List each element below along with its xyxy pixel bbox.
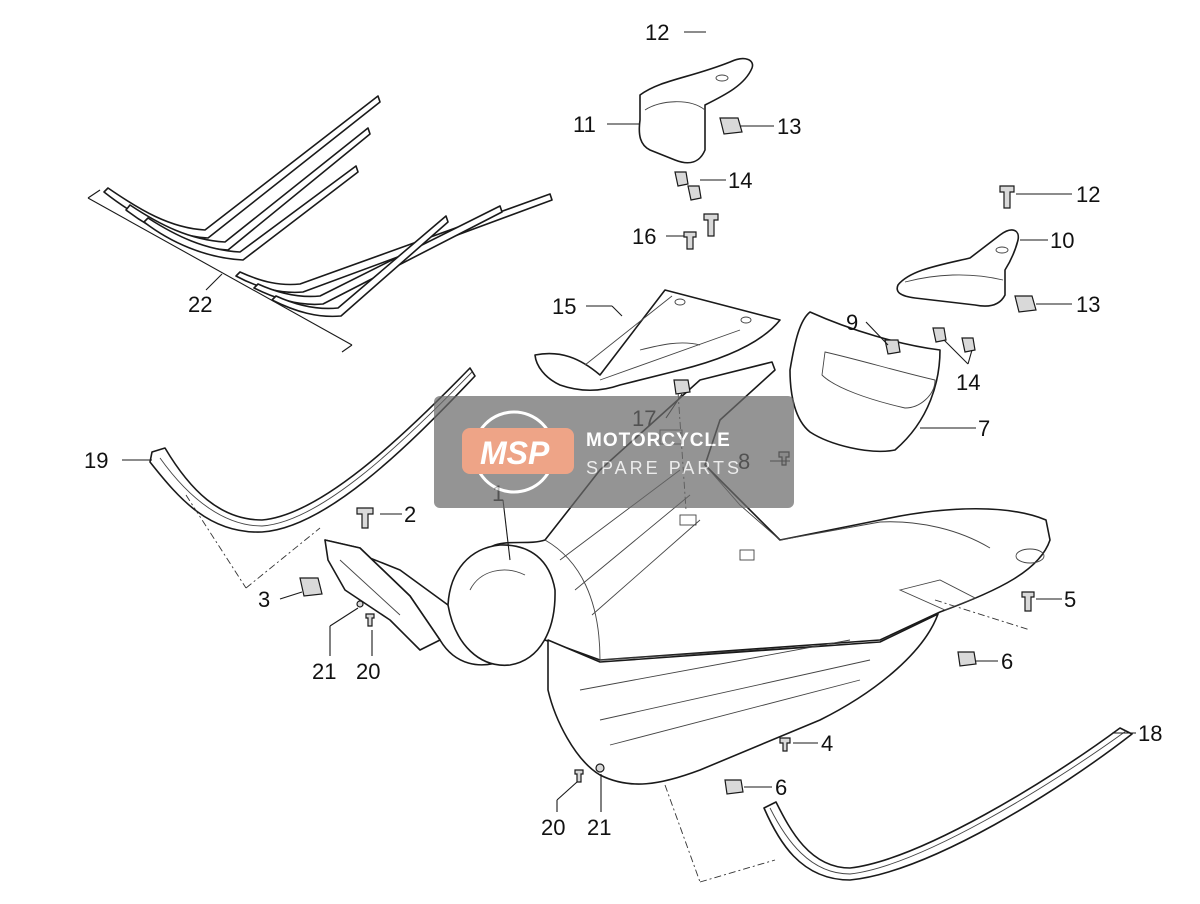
callout-20-bottom: 20 <box>541 815 565 840</box>
callout-4: 4 <box>821 731 833 756</box>
callout-22: 22 <box>188 292 212 317</box>
watermark-logo-badge <box>462 428 574 474</box>
watermark-line2: SPARE PARTS <box>586 458 742 478</box>
part-15-floor-tray <box>534 289 781 392</box>
watermark-box <box>434 396 794 508</box>
watermark-line1: MOTORCYCLE <box>586 430 731 451</box>
callout-21-bottom: 21 <box>587 815 611 840</box>
callout-14-right: 14 <box>956 370 980 395</box>
callout-9: 9 <box>846 310 858 335</box>
callout-13-top: 13 <box>777 114 801 139</box>
part-18-right-edge-trim <box>763 727 1133 881</box>
callout-12-top: 12 <box>645 20 669 45</box>
callout-7: 7 <box>978 416 990 441</box>
callout-19: 19 <box>84 448 108 473</box>
part-hardware <box>299 117 1037 795</box>
callout-14-top: 14 <box>728 168 752 193</box>
callout-13-right: 13 <box>1076 292 1100 317</box>
callout-6-lower: 6 <box>775 775 787 800</box>
part-22-floor-strips <box>87 95 553 353</box>
msp-watermark: MSP MOTORCYCLE SPARE PARTS <box>434 396 794 508</box>
callout-5: 5 <box>1064 587 1076 612</box>
callout-15: 15 <box>552 294 576 319</box>
watermark-logo-text: MSP <box>480 435 550 471</box>
callout-2: 2 <box>404 502 416 527</box>
callout-18: 18 <box>1138 721 1162 746</box>
callout-6-upper: 6 <box>1001 649 1013 674</box>
callout-11: 11 <box>573 112 596 137</box>
callout-3: 3 <box>258 587 270 612</box>
leader-lines <box>122 31 1136 812</box>
part-10-lower-bracket <box>896 229 1020 307</box>
part-19-left-edge-trim <box>149 367 476 589</box>
callout-10: 10 <box>1050 228 1074 253</box>
callout-21-left: 21 <box>312 659 336 684</box>
part-7-centre-cover <box>789 311 941 453</box>
callout-20-left: 20 <box>356 659 380 684</box>
callout-12-right: 12 <box>1076 182 1100 207</box>
part-11-upper-bracket <box>638 57 754 164</box>
part-1-floor-body <box>324 361 1051 883</box>
callout-16: 16 <box>632 224 656 249</box>
